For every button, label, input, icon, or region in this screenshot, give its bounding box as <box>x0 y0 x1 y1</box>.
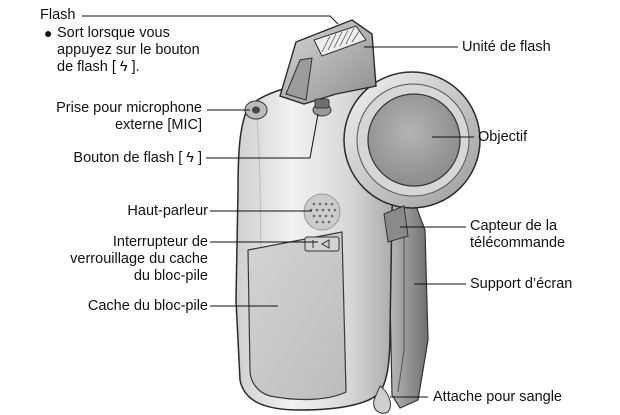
label-battery-cover: Cache du bloc-pile <box>87 298 208 314</box>
label-flash-button: Bouton de flash [ ϟ ] <box>73 150 202 166</box>
label-lock-line-2: verrouillage du cache <box>70 251 208 267</box>
callout-lines <box>82 15 474 398</box>
flash-unit-shape <box>279 19 377 105</box>
label-flash-note-line-1: Sort lorsque vous <box>57 25 170 41</box>
lens-shape <box>343 71 481 209</box>
label-remote-sensor-line-2: télécommande <box>470 235 566 251</box>
label-lock: Interrupteur de verrouillage du cache du… <box>70 234 208 285</box>
label-flash: Flash <box>40 7 76 23</box>
battery-cover-shape <box>247 231 347 401</box>
speaker-grille-shape <box>303 193 341 231</box>
label-mic-line-2: externe [MIC] <box>114 117 202 133</box>
label-lock-line-3: du bloc-pile <box>133 268 208 284</box>
label-screen-support: Support d’écran <box>470 276 573 292</box>
label-mic: Prise pour microphone externe [MIC] <box>56 100 202 134</box>
flash-button-shape <box>312 98 332 117</box>
callout-flash-button <box>206 113 319 159</box>
callout-flash <box>82 15 339 25</box>
bullet-icon: ● <box>44 25 53 41</box>
label-mic-line-1: Prise pour microphone <box>56 100 202 116</box>
label-lens: Objectif <box>478 129 528 145</box>
label-remote-sensor: Capteur de la télécommande <box>470 218 565 252</box>
label-lock-line-1: Interrupteur de <box>112 234 208 250</box>
label-flash-note-line-2: appuyez sur le bouton <box>57 42 200 58</box>
label-flash-note: ● Sort lorsque vous appuyez sur le bouto… <box>44 25 200 76</box>
label-speaker: Haut-parleur <box>127 203 208 219</box>
label-flash-unit: Unité de flash <box>462 39 551 55</box>
label-strap: Attache pour sangle <box>433 389 562 405</box>
label-remote-sensor-line-1: Capteur de la <box>470 218 558 234</box>
strap-holder-shape <box>373 385 391 414</box>
remote-sensor-shape <box>383 205 409 243</box>
label-flash-note-line-3: de flash [ ϟ ]. <box>57 59 140 75</box>
lock-switch-shape <box>304 236 340 252</box>
